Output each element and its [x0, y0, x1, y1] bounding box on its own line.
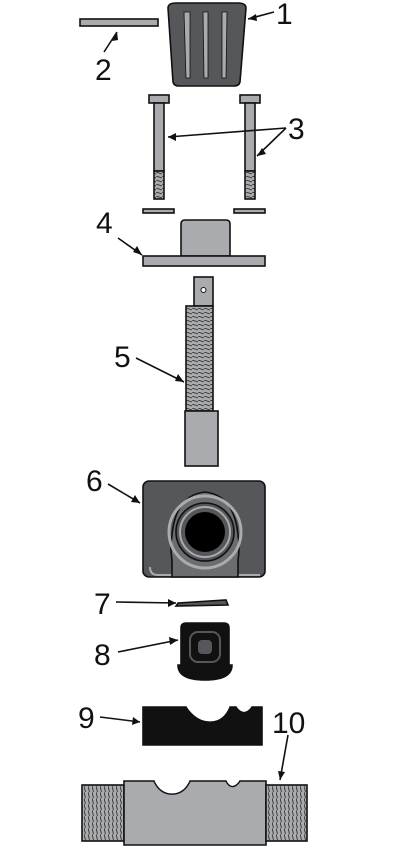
part-4-top-plate	[142, 219, 266, 267]
part-6-body-block	[142, 480, 266, 578]
part-7-seal	[174, 599, 230, 607]
leader-lines	[99, 11, 289, 781]
part-3-bolts	[142, 94, 266, 214]
callout-5: 5	[114, 341, 131, 374]
callout-2: 2	[95, 54, 112, 87]
callout-1: 1	[276, 0, 293, 31]
part-5-lead-screw	[184, 276, 219, 467]
callout-7: 7	[94, 588, 111, 621]
part-9-jaw-block	[142, 706, 263, 746]
part-1-wedge-grip	[167, 2, 247, 87]
callout-8: 8	[94, 639, 111, 672]
callout-labels: 1 2 3 4 5 6 7 8 9 10	[78, 0, 305, 740]
callout-3: 3	[288, 113, 305, 146]
callout-6: 6	[86, 465, 103, 498]
part-8-cup-nut	[177, 622, 233, 681]
part-2-shim-bar	[79, 18, 159, 27]
callout-4: 4	[96, 207, 113, 240]
callout-10: 10	[272, 707, 305, 740]
callout-9: 9	[78, 702, 95, 735]
part-10-threaded-barrel	[81, 780, 308, 846]
